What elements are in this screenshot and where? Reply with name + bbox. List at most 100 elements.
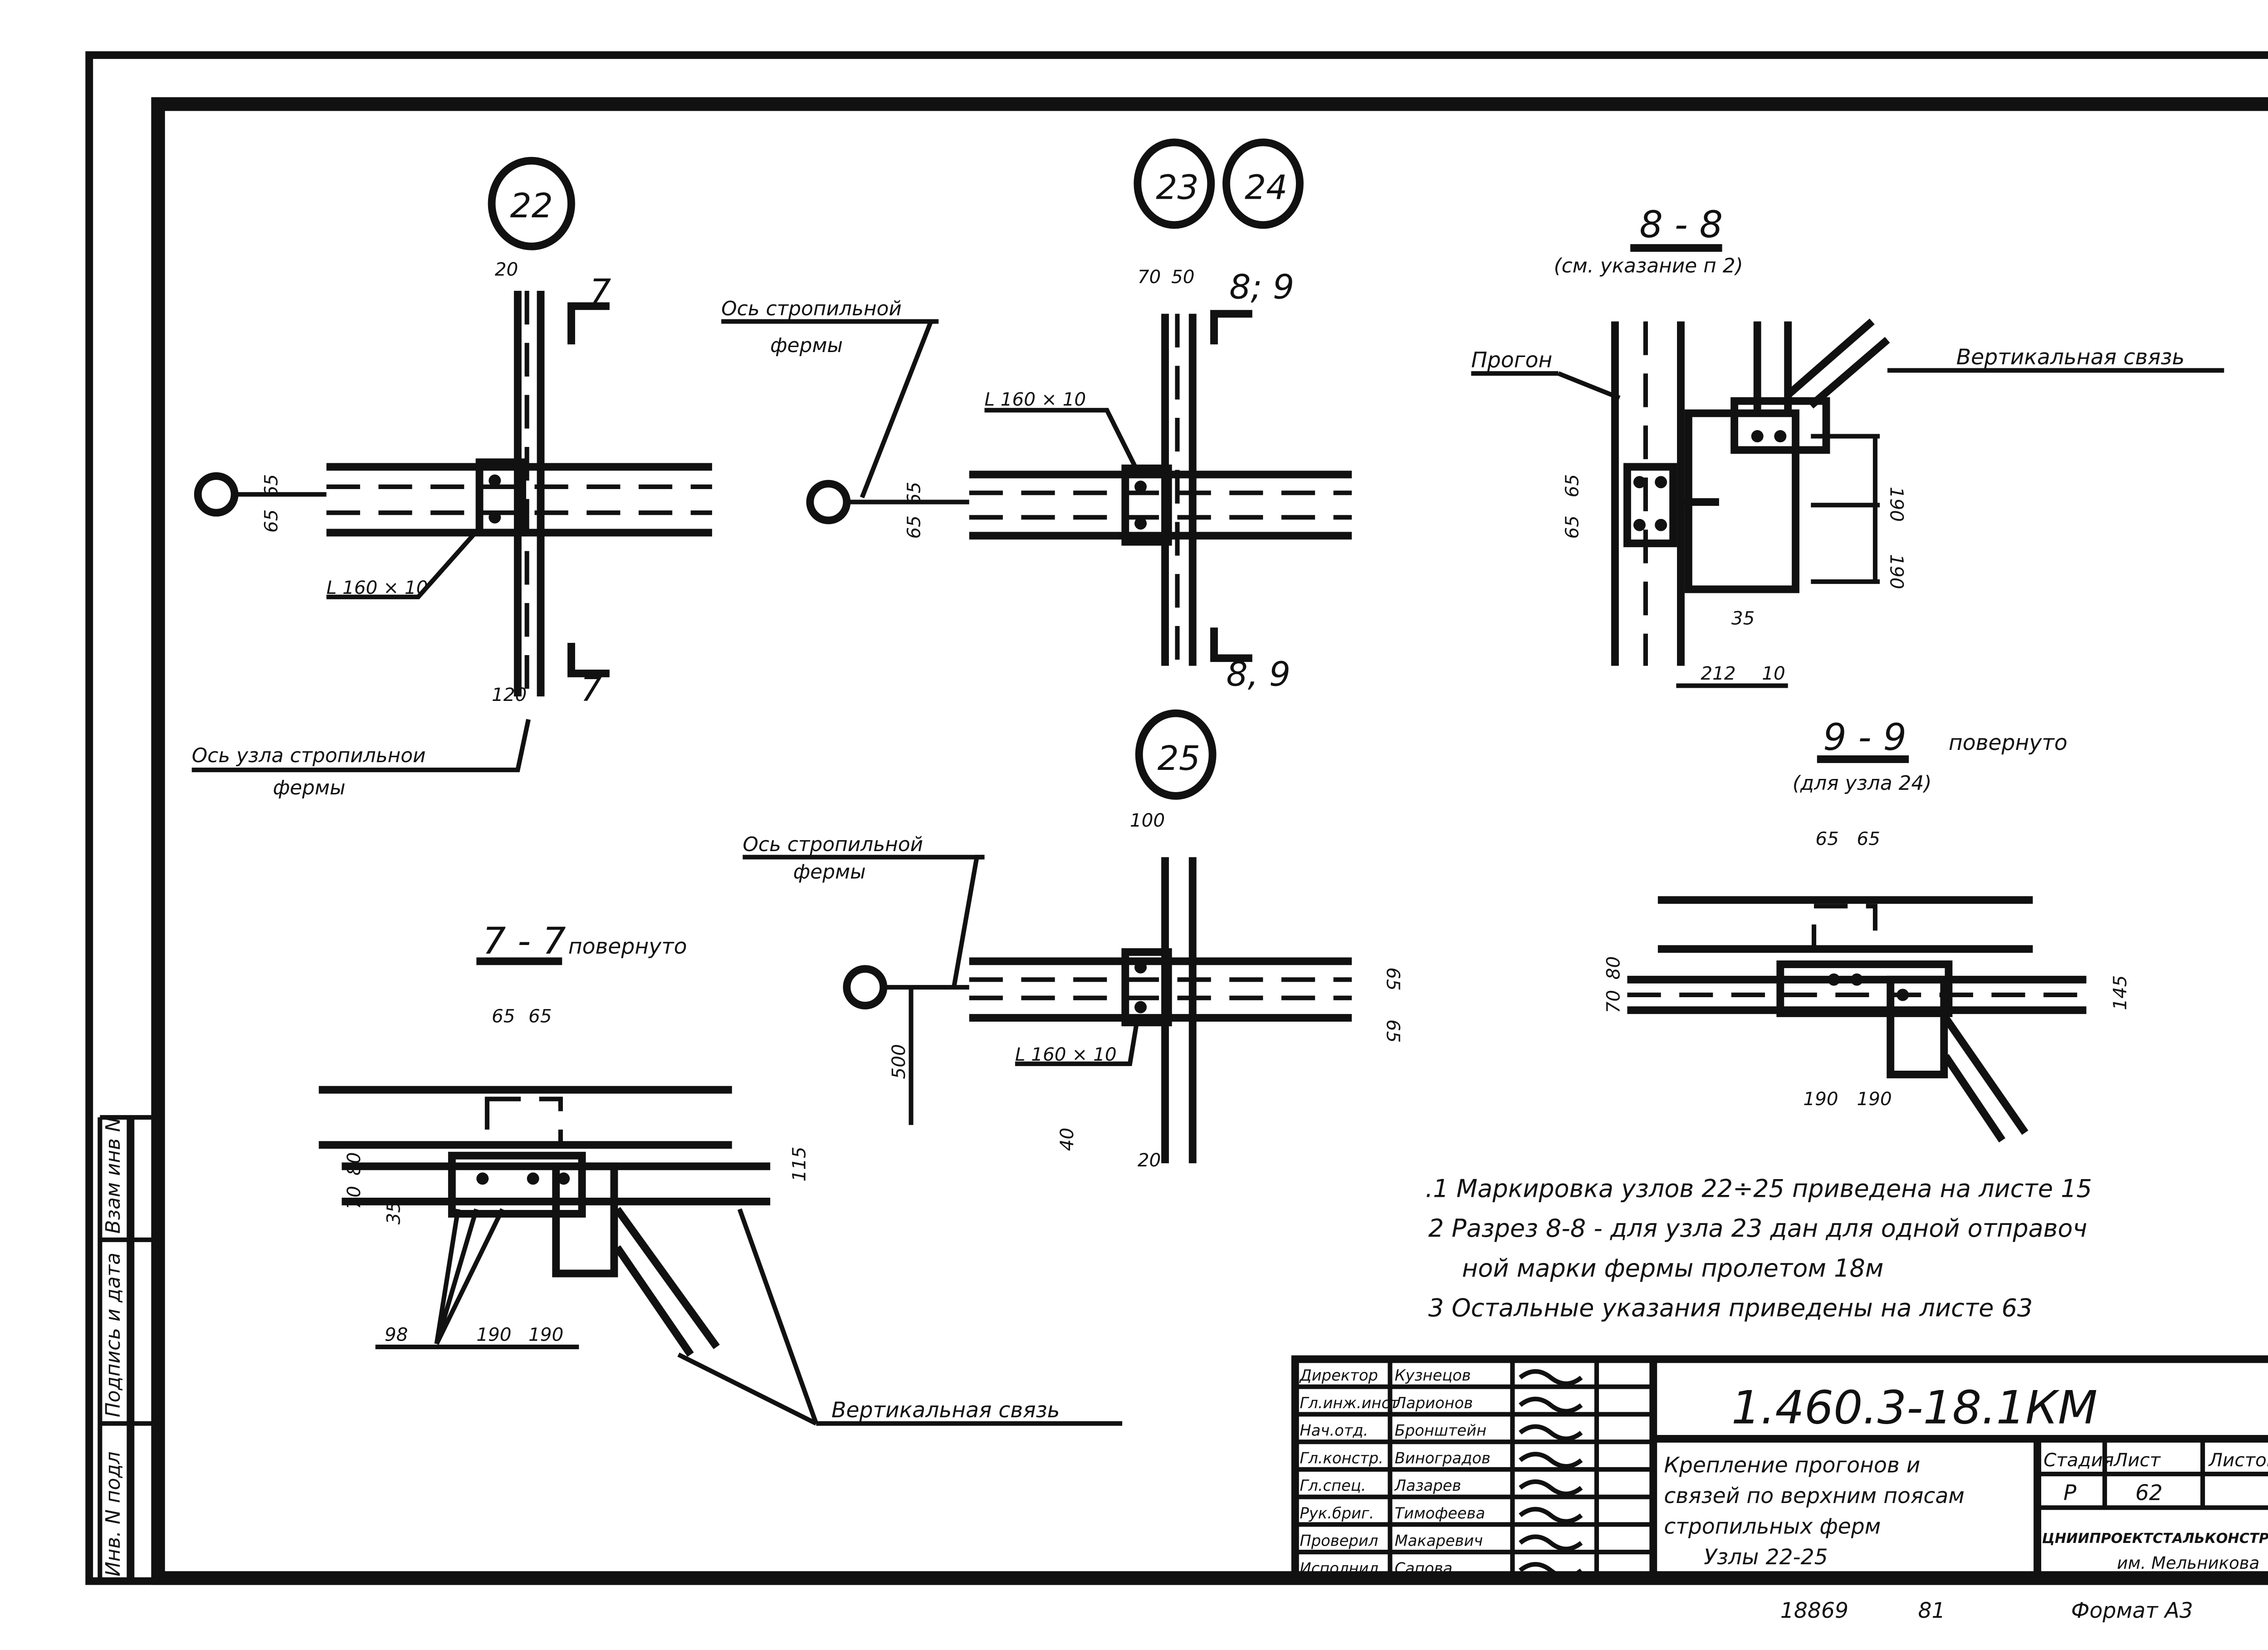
node-24-label: 24	[1245, 168, 1287, 207]
svg-text:80: 80	[1603, 956, 1624, 980]
svg-text:20: 20	[1138, 1149, 1161, 1171]
cut-mark-7-bottom: 7	[581, 670, 602, 709]
svg-text:190: 190	[476, 1323, 511, 1345]
section-8-8: 8 - 8 (см. указание п 2) Прогон Вертикал…	[1471, 204, 2224, 688]
node-25-label: 25	[1158, 739, 1200, 778]
angle-label-22: L 160 × 10	[327, 577, 428, 598]
svg-text:Тимофеева: Тимофеева	[1395, 1504, 1485, 1522]
svg-text:65: 65	[903, 482, 925, 505]
svg-text:40: 40	[1056, 1128, 1078, 1151]
svg-text:Ларионов: Ларионов	[1394, 1394, 1473, 1412]
note-2: 2 Разрез 8-8 - для узла 23 дан для одной…	[1428, 1214, 2087, 1243]
svg-text:Стадия: Стадия	[2043, 1449, 2114, 1471]
node-22-detail: 22 7 7 20 120 65 65 L 160 × 10 Ось узла …	[191, 157, 712, 799]
truss-axis-label-25: Ось стропильной	[743, 833, 923, 856]
node-23-24-detail: 23 24 8; 9 8, 9 70 50 65 65 L 160 × 10 О…	[721, 138, 1352, 694]
svg-text:65: 65	[903, 515, 925, 539]
svg-text:50: 50	[1171, 266, 1195, 288]
stage-value: Р	[2063, 1480, 2077, 1505]
section-7-7: 7 - 7 повернуто 65 65 70 80 35 115 98 19…	[318, 920, 1123, 1426]
svg-text:35: 35	[1731, 607, 1755, 629]
svg-text:190: 190	[1886, 487, 1908, 522]
svg-text:Крепление прогонов и: Крепление прогонов и	[1664, 1453, 1920, 1478]
cut-mark-7-top: 7	[590, 272, 611, 311]
svg-text:стропильных ферм: стропильных ферм	[1664, 1514, 1881, 1539]
svg-text:Гл.констр.: Гл.констр.	[1300, 1449, 1383, 1467]
svg-text:Рук.бриг.: Рук.бриг.	[1300, 1504, 1374, 1522]
svg-text:Сапова: Сапова	[1395, 1559, 1452, 1577]
svg-text:80: 80	[343, 1152, 365, 1176]
node-25-detail: 25 100 65 65 500 40 20 L 160 × 10 Ось ст…	[743, 709, 1404, 1171]
document-code: 1.460.3-18.1КМ	[1731, 1381, 2097, 1435]
svg-text:10: 10	[1762, 662, 1785, 684]
angle-label-25: L 160 × 10	[1015, 1043, 1117, 1065]
note-2-cont: ной марки фермы пролетом 18м	[1462, 1254, 1883, 1283]
section-88-note: (см. указание п 2)	[1554, 255, 1743, 278]
section-77-rotated: повернуто	[568, 934, 687, 959]
svg-text:Нач.отд.: Нач.отд.	[1300, 1422, 1368, 1439]
svg-text:65: 65	[1383, 967, 1404, 991]
node-22-label: 22	[510, 186, 553, 225]
svg-text:65: 65	[1561, 474, 1583, 498]
svg-text:70: 70	[343, 1186, 365, 1209]
footer-inv: 18869	[1780, 1598, 1848, 1623]
stamp-replace: Взам инв N	[102, 1117, 125, 1234]
svg-text:145: 145	[2109, 975, 2131, 1010]
section-99-note: (для узла 24)	[1793, 772, 1932, 795]
sheet-value: 62	[2136, 1480, 2163, 1505]
note-1: .1 Маркировка узлов 22÷25 приведена на л…	[1425, 1174, 2092, 1203]
svg-text:фермы: фермы	[793, 861, 866, 884]
svg-text:Гл.спец.: Гл.спец.	[1300, 1477, 1366, 1494]
svg-text:Листов: Листов	[2208, 1449, 2268, 1471]
svg-text:Исполнил: Исполнил	[1300, 1559, 1378, 1577]
svg-text:190: 190	[1803, 1088, 1838, 1110]
svg-text:115: 115	[788, 1146, 810, 1181]
svg-text:фермы: фермы	[770, 334, 843, 357]
svg-text:65: 65	[260, 474, 282, 498]
svg-text:70: 70	[1603, 990, 1624, 1014]
section-99-rotated: повернуто	[1949, 730, 2068, 755]
truss-axis-label-23: Ось стропильной	[721, 297, 902, 320]
svg-text:Виноградов: Виноградов	[1395, 1449, 1491, 1467]
svg-text:35: 35	[383, 1201, 405, 1225]
side-stamp: Инв. N подл Подпись и дата Взам инв N	[98, 1115, 158, 1578]
svg-text:Лазарев: Лазарев	[1394, 1477, 1461, 1494]
vertical-brace-label-77: Вертикальная связь	[831, 1398, 1060, 1423]
svg-text:Гл.инж.инст: Гл.инж.инст	[1300, 1394, 1399, 1412]
dim-20: 20	[495, 258, 518, 280]
svg-text:500: 500	[888, 1044, 909, 1079]
purlin-label: Прогон	[1471, 348, 1552, 373]
cut-mark-89-top: 8; 9	[1229, 267, 1294, 307]
angle-label-23: L 160 × 10	[984, 388, 1086, 410]
svg-text:Кузнецов: Кузнецов	[1395, 1366, 1471, 1384]
footer-format: Формат А3	[2071, 1598, 2193, 1623]
svg-text:65: 65	[528, 1005, 552, 1027]
svg-text:190: 190	[528, 1323, 563, 1345]
svg-text:65: 65	[1561, 515, 1583, 539]
svg-text:связей по верхним поясам: связей по верхним поясам	[1664, 1484, 1965, 1508]
svg-text:Макаревич: Макаревич	[1395, 1532, 1483, 1550]
svg-text:212: 212	[1701, 662, 1735, 684]
svg-text:65: 65	[1383, 1019, 1404, 1043]
svg-text:65: 65	[1857, 827, 1880, 849]
org-name-2: им. Мельникова	[2117, 1553, 2259, 1573]
title-block: Директор Гл.инж.инст Нач.отд. Гл.констр.…	[1291, 1355, 2268, 1582]
vertical-brace-label-88: Вертикальная связь	[1956, 345, 2185, 370]
svg-text:65: 65	[260, 509, 282, 533]
inner-frame	[151, 97, 2268, 1585]
svg-text:65: 65	[1815, 827, 1839, 849]
svg-text:Бронштейн: Бронштейн	[1395, 1422, 1486, 1439]
cut-mark-89-bottom: 8, 9	[1226, 654, 1290, 694]
node-axis-label: Ось узла стропильнои	[192, 744, 426, 767]
svg-text:70: 70	[1138, 266, 1161, 288]
node-23-label: 23	[1156, 168, 1198, 207]
svg-text:190: 190	[1857, 1088, 1892, 1110]
org-name: ЦНИИПРОЕКТСТАЛЬКОНСТРУКЦИЯ	[2042, 1531, 2268, 1547]
svg-text:98: 98	[385, 1323, 408, 1345]
svg-text:Проверил: Проверил	[1300, 1532, 1378, 1550]
svg-text:Директор: Директор	[1299, 1366, 1378, 1384]
svg-text:Узлы 22-25: Узлы 22-25	[1704, 1545, 1828, 1570]
dim-120: 120	[492, 684, 527, 705]
section-77-title: 7 - 7	[483, 920, 566, 963]
